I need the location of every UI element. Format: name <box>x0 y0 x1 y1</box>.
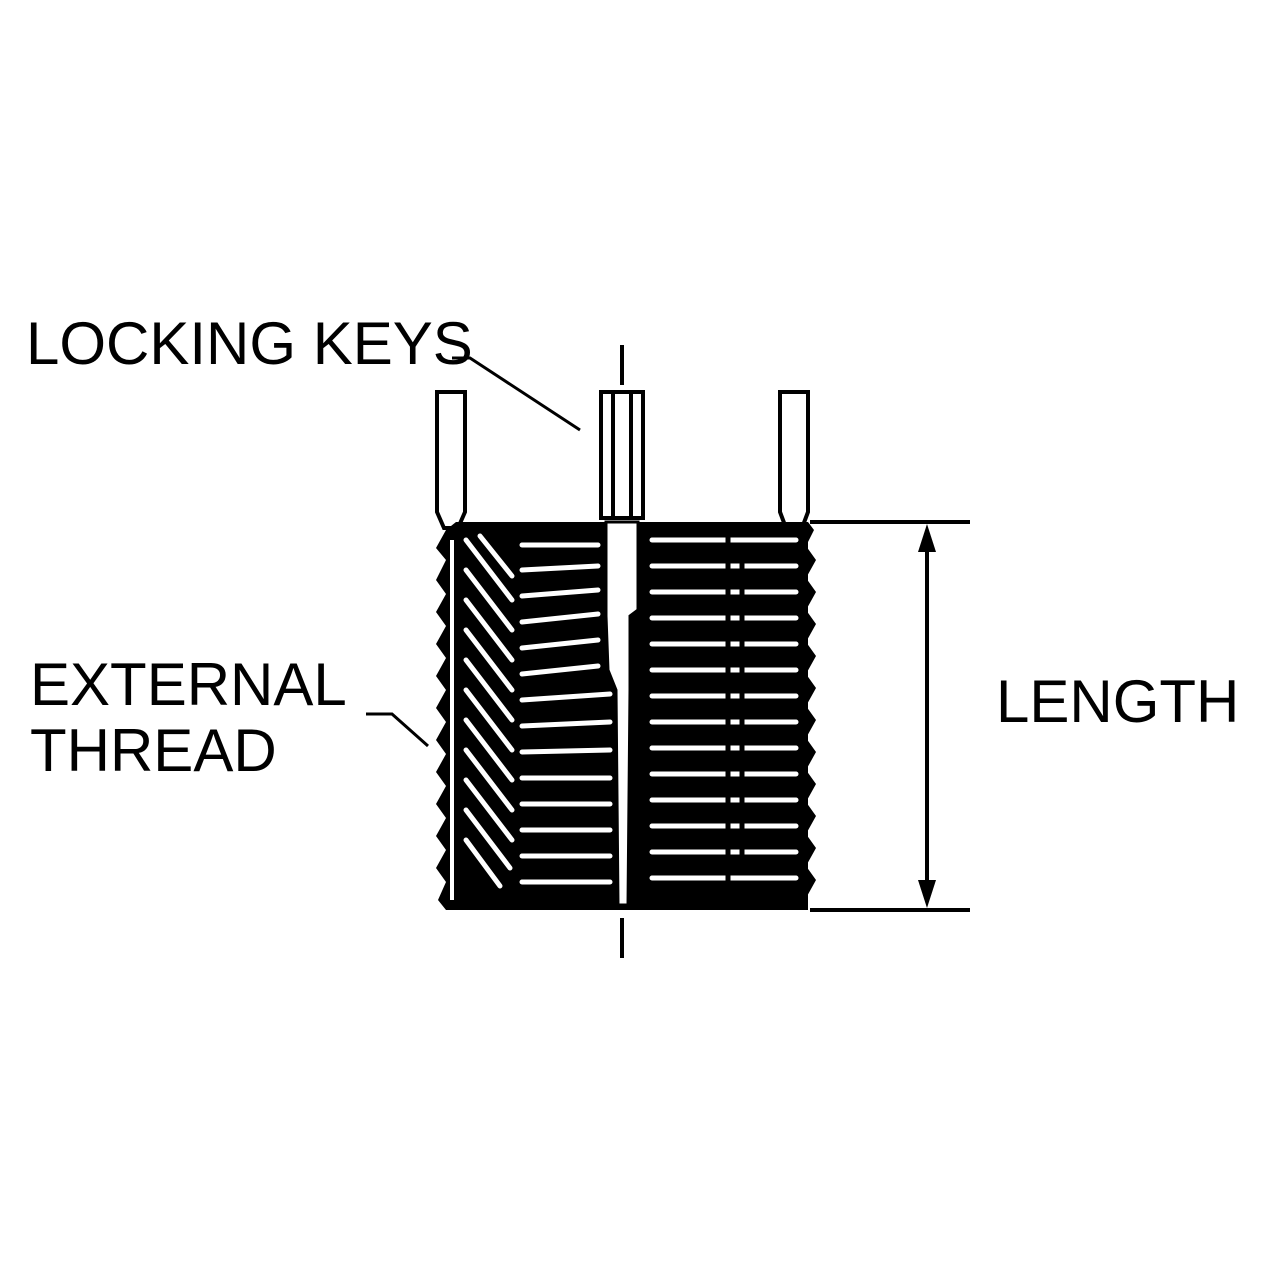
center-slot <box>604 520 640 907</box>
leader-lines <box>366 356 581 748</box>
locking-key-center <box>599 390 645 520</box>
thread-hatching-middle <box>519 542 613 885</box>
external-thread-right <box>806 522 816 910</box>
length-label: LENGTH <box>996 668 1240 735</box>
locking-key-left <box>435 390 467 530</box>
external-thread-label-line2: THREAD <box>30 717 277 784</box>
external-thread-leader <box>366 712 429 748</box>
locking-keys-leader <box>452 356 581 432</box>
length-arrow-bottom <box>918 880 936 908</box>
right-slot-marks <box>725 530 745 900</box>
locking-key-right <box>778 390 810 530</box>
thread-hatching-right <box>649 537 799 881</box>
length-arrow-top <box>918 524 936 552</box>
locking-keys <box>435 390 810 530</box>
length-dimension <box>810 520 970 912</box>
insert-body <box>436 520 816 910</box>
external-thread-label: EXTERNAL THREAD <box>30 652 347 784</box>
external-thread-label-line1: EXTERNAL <box>30 651 347 718</box>
thread-hatching-left <box>463 533 515 889</box>
locking-keys-label: LOCKING KEYS <box>26 310 473 377</box>
